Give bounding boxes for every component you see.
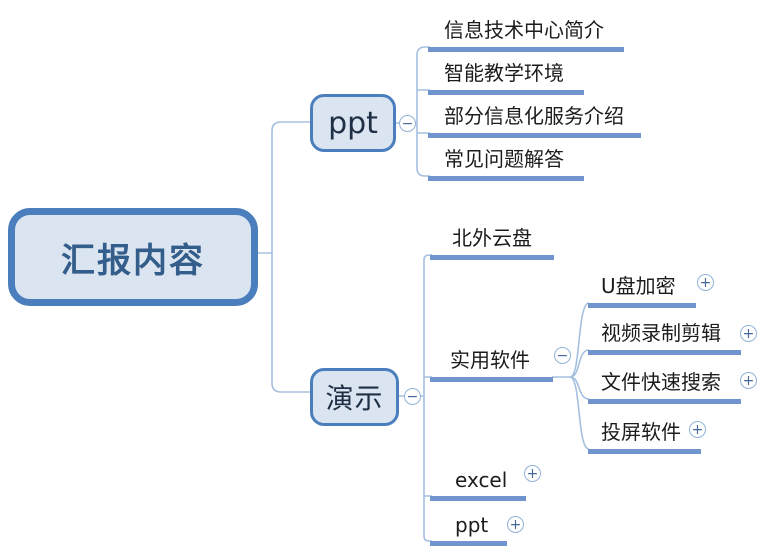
expand-icon-ppt-sub[interactable]: + xyxy=(507,516,524,533)
root-topic[interactable]: 汇报内容 xyxy=(8,208,258,306)
expand-icon-excel[interactable]: + xyxy=(524,465,541,482)
expand-icon-video-record-edit[interactable]: + xyxy=(740,325,757,342)
topic-smart-teaching-env[interactable]: 智能教学环境 xyxy=(428,57,584,95)
topic-screen-casting[interactable]: 投屏软件 xyxy=(588,416,701,454)
topic-useful-software[interactable]: 实用软件 xyxy=(430,344,553,382)
topic-usb-encryption[interactable]: U盘加密 xyxy=(588,270,696,308)
useful-software-fan-connector xyxy=(552,302,590,450)
root-trunk-connector xyxy=(258,121,310,393)
branch-topic-ppt[interactable]: ppt xyxy=(310,94,396,152)
expand-icon-file-quick-search[interactable]: + xyxy=(740,372,757,389)
collapse-icon-ppt[interactable]: − xyxy=(399,115,416,132)
collapse-icon-useful-software[interactable]: − xyxy=(554,347,571,364)
topic-file-quick-search[interactable]: 文件快速搜索 xyxy=(588,366,741,404)
topic-excel[interactable]: excel xyxy=(430,463,526,501)
expand-icon-screen-casting[interactable]: + xyxy=(689,421,706,438)
topic-it-services-intro[interactable]: 部分信息化服务介绍 xyxy=(428,100,641,138)
expand-icon-usb-encryption[interactable]: + xyxy=(697,274,714,291)
topic-ppt-sub[interactable]: ppt xyxy=(430,508,507,546)
topic-it-center-intro[interactable]: 信息技术中心简介 xyxy=(428,14,624,52)
collapse-icon-presentation[interactable]: − xyxy=(404,388,421,405)
topic-faq[interactable]: 常见问题解答 xyxy=(428,143,584,181)
topic-cloud-disk[interactable]: 北外云盘 xyxy=(430,222,554,260)
ppt-branch-bracket xyxy=(416,46,430,177)
branch-topic-presentation[interactable]: 演示 xyxy=(310,368,399,426)
topic-video-record-edit[interactable]: 视频录制剪辑 xyxy=(588,317,741,355)
